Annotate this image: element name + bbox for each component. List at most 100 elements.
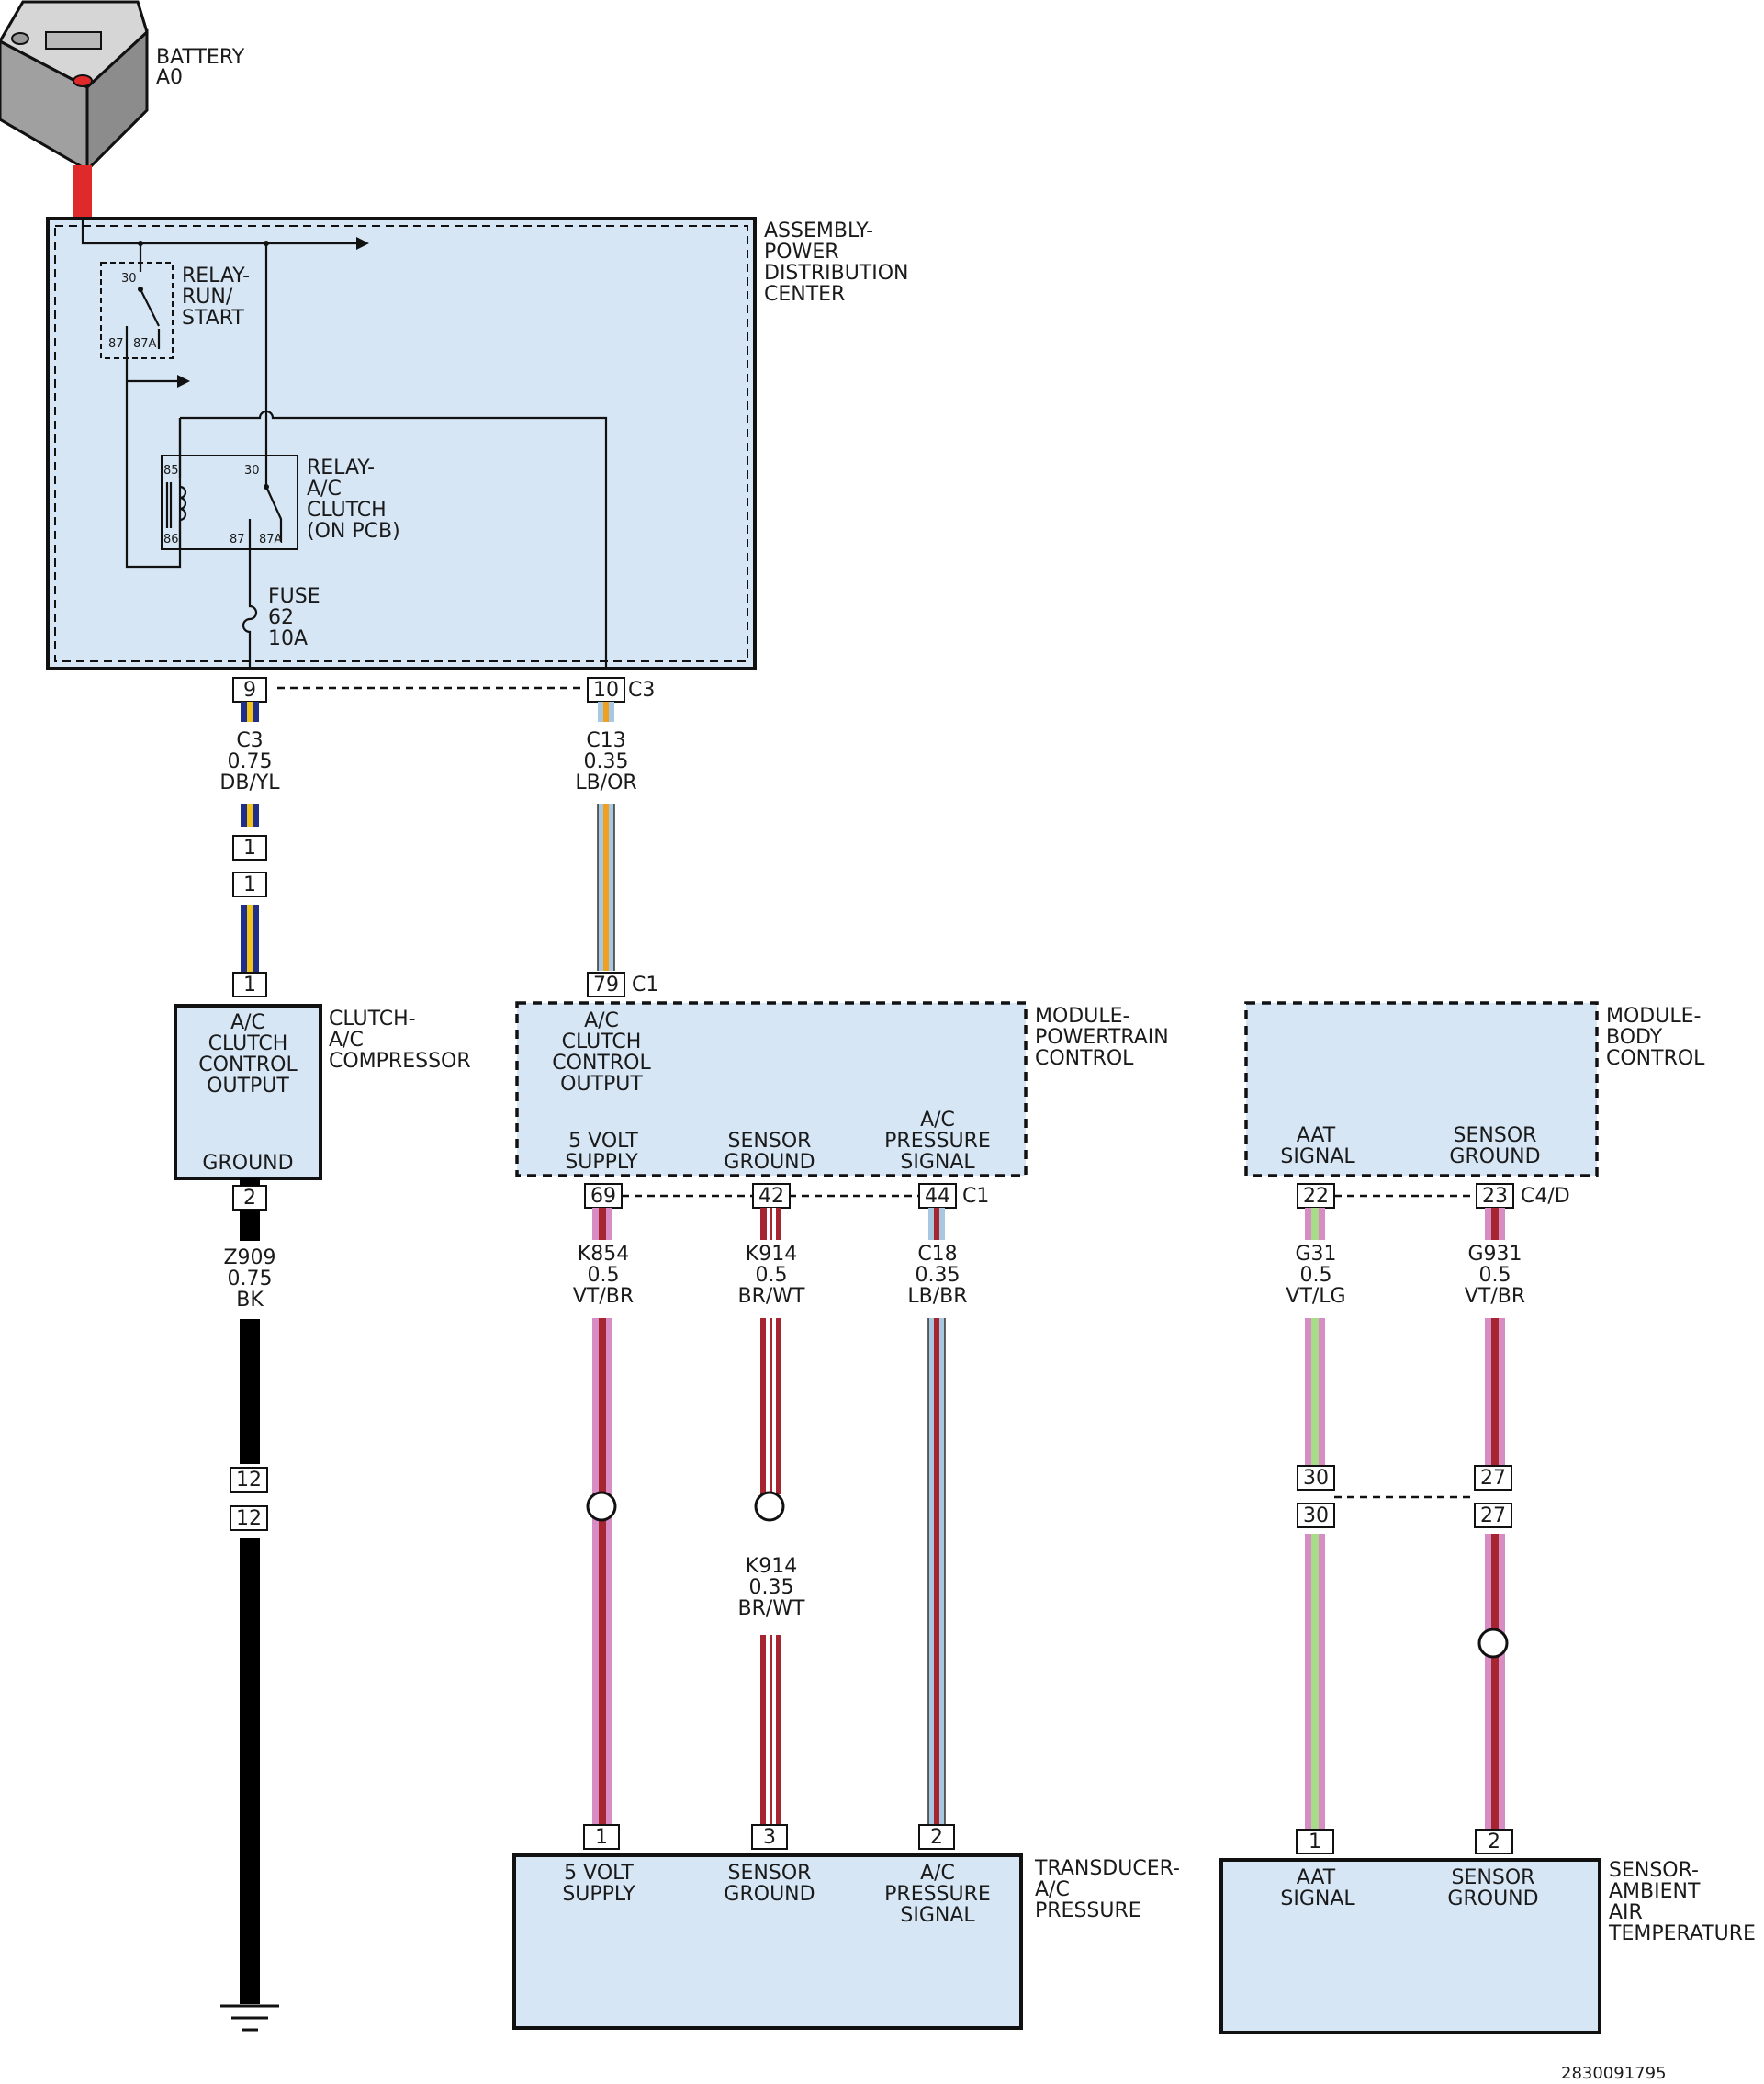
- svg-text:AMBIENT: AMBIENT: [1609, 1880, 1701, 1903]
- pdc-pin-9: [232, 677, 267, 703]
- svg-text:0.5: 0.5: [1300, 1264, 1332, 1287]
- svg-text:COMPRESSOR: COMPRESSOR: [329, 1050, 471, 1073]
- pcm-pin-42-label: 42: [758, 1185, 784, 1208]
- svg-text:SIGNAL: SIGNAL: [900, 1151, 975, 1174]
- svg-text:CLUTCH: CLUTCH: [208, 1032, 288, 1055]
- inline-pin-27-lower-label: 27: [1480, 1504, 1506, 1527]
- clutch-pin-1-label: 1: [243, 974, 256, 997]
- relay-run-start-pin-30: 30: [121, 272, 137, 286]
- svg-text:A/C: A/C: [1035, 1878, 1070, 1901]
- pcm-pin-42: [752, 1183, 791, 1209]
- wire-c18: [927, 1208, 946, 1834]
- svg-text:0.35: 0.35: [916, 1264, 961, 1287]
- aat-sensor-title: SENSOR- AMBIENT AIR TEMPERATURE: [1608, 1859, 1756, 1945]
- relay-run-start-pin-87: 87: [108, 337, 124, 351]
- svg-text:OUTPUT: OUTPUT: [560, 1073, 643, 1096]
- fuse-icon: [242, 597, 258, 669]
- clutch-pin-2-label: 2: [243, 1187, 256, 1210]
- wire-g31-label: G31 0.5 VT/LG: [1286, 1243, 1345, 1308]
- svg-text:0.75: 0.75: [228, 1267, 273, 1290]
- wire-c13: [597, 702, 615, 971]
- svg-text:SIGNAL: SIGNAL: [1280, 1145, 1355, 1168]
- svg-text:AAT: AAT: [1297, 1866, 1336, 1889]
- svg-text:TEMPERATURE: TEMPERATURE: [1608, 1922, 1756, 1945]
- relay-ac-clutch-label: RELAY- A/C CLUTCH (ON PCB): [307, 456, 400, 543]
- wire-c3-label: C3 0.75 DB/YL: [219, 729, 280, 794]
- battery-positive-terminal-icon: [73, 74, 93, 87]
- wire-k854-label: K854 0.5 VT/BR: [573, 1243, 634, 1308]
- relay-ac-pin-86: 86: [163, 533, 179, 546]
- aat-sensor-function-aat: AAT SIGNAL: [1280, 1866, 1355, 1910]
- pdc-inner-dashed: [54, 225, 748, 662]
- wire-g931-label: G931 0.5 VT/BR: [1465, 1243, 1525, 1308]
- svg-text:C18: C18: [917, 1243, 957, 1266]
- svg-text:0.5: 0.5: [588, 1264, 620, 1287]
- svg-text:GROUND: GROUND: [724, 1151, 815, 1174]
- figure-id: 2830091795: [1561, 2064, 1667, 2083]
- wire-c18-label: C18 0.35 LB/BR: [907, 1243, 967, 1308]
- bcm-pin-23-label: 23: [1482, 1185, 1508, 1208]
- svg-text:PRESSURE: PRESSURE: [884, 1130, 991, 1153]
- inline-pin-30-lower-label: 30: [1303, 1504, 1329, 1527]
- svg-text:SENSOR: SENSOR: [728, 1130, 812, 1153]
- relay-run-start-box: [100, 262, 174, 359]
- inline-pin-12-upper-label: 12: [236, 1469, 262, 1492]
- splice-icon: [1477, 1628, 1509, 1659]
- transducer-title: TRANSDUCER- A/C PRESSURE: [1034, 1857, 1180, 1922]
- svg-text:SENSOR: SENSOR: [1454, 1124, 1537, 1147]
- svg-text:K914: K914: [746, 1555, 797, 1578]
- svg-text:CONTROL: CONTROL: [552, 1052, 651, 1075]
- fuse-label: FUSE 62 10A: [268, 585, 320, 650]
- svg-text:SIGNAL: SIGNAL: [900, 1904, 975, 1927]
- pdc-connector-name: C3: [628, 679, 655, 702]
- transducer-box: [512, 1853, 1023, 2030]
- svg-text:G31: G31: [1295, 1243, 1336, 1266]
- svg-text:BODY: BODY: [1606, 1026, 1663, 1049]
- svg-text:CONTROL: CONTROL: [198, 1053, 298, 1076]
- inline-pin-1-upper-label: 1: [243, 837, 256, 860]
- pdc-pin-9-label: 9: [243, 679, 256, 702]
- inline-pin-27-upper: [1474, 1465, 1512, 1491]
- svg-text:A/C: A/C: [307, 478, 342, 501]
- svg-text:SENSOR: SENSOR: [1452, 1866, 1535, 1889]
- pcm-pin-69-label: 69: [590, 1185, 616, 1208]
- svg-text:PRESSURE: PRESSURE: [1035, 1899, 1141, 1922]
- svg-text:62: 62: [268, 606, 294, 629]
- svg-text:MODULE-: MODULE-: [1606, 1005, 1701, 1028]
- arrow-right-icon: [356, 237, 369, 250]
- svg-text:10A: 10A: [268, 627, 308, 650]
- svg-text:0.75: 0.75: [228, 750, 273, 773]
- pcm-function-5v: 5 VOLT SUPPLY: [565, 1130, 638, 1174]
- bcm-connector-name: C4/D: [1521, 1185, 1570, 1208]
- transducer-pin-2: [918, 1824, 955, 1850]
- svg-text:5 VOLT: 5 VOLT: [564, 1862, 634, 1885]
- wire-k914-lower-label: K914 0.35 BR/WT: [738, 1555, 806, 1620]
- aat-sensor-pin-1-label: 1: [1309, 1831, 1321, 1853]
- svg-text:START: START: [182, 307, 244, 330]
- svg-text:A/C: A/C: [920, 1862, 955, 1885]
- svg-text:GROUND: GROUND: [724, 1883, 815, 1906]
- svg-text:CLUTCH: CLUTCH: [562, 1031, 642, 1053]
- bcm-title: MODULE- BODY CONTROL: [1606, 1005, 1705, 1070]
- pcm-top-connector-name: C1: [632, 974, 658, 997]
- svg-text:5 VOLT: 5 VOLT: [568, 1130, 638, 1153]
- battery-negative-terminal-icon: [11, 32, 29, 45]
- svg-text:G931: G931: [1467, 1243, 1522, 1266]
- pcm-box: [515, 1001, 1028, 1177]
- transducer-pin-1: [583, 1824, 620, 1850]
- svg-text:AIR: AIR: [1609, 1901, 1643, 1924]
- ground-symbol-icon: [220, 2004, 279, 2032]
- wire-c13-label: C13 0.35 LB/OR: [575, 729, 636, 794]
- svg-text:LB/OR: LB/OR: [575, 772, 636, 794]
- inline-pin-12-upper: [230, 1467, 268, 1493]
- svg-text:RELAY-: RELAY-: [307, 456, 375, 479]
- pdc-internal-wiring: [81, 220, 608, 669]
- svg-text:GROUND: GROUND: [1449, 1145, 1540, 1168]
- svg-text:CONTROL: CONTROL: [1606, 1047, 1705, 1070]
- svg-text:A/C: A/C: [584, 1009, 619, 1032]
- svg-text:TRANSDUCER-: TRANSDUCER-: [1034, 1857, 1180, 1880]
- svg-text:LB/BR: LB/BR: [907, 1285, 967, 1308]
- svg-text:SIGNAL: SIGNAL: [1280, 1887, 1355, 1910]
- relay-ac-pin-87: 87: [230, 533, 245, 546]
- inline-pin-12-lower: [230, 1505, 268, 1531]
